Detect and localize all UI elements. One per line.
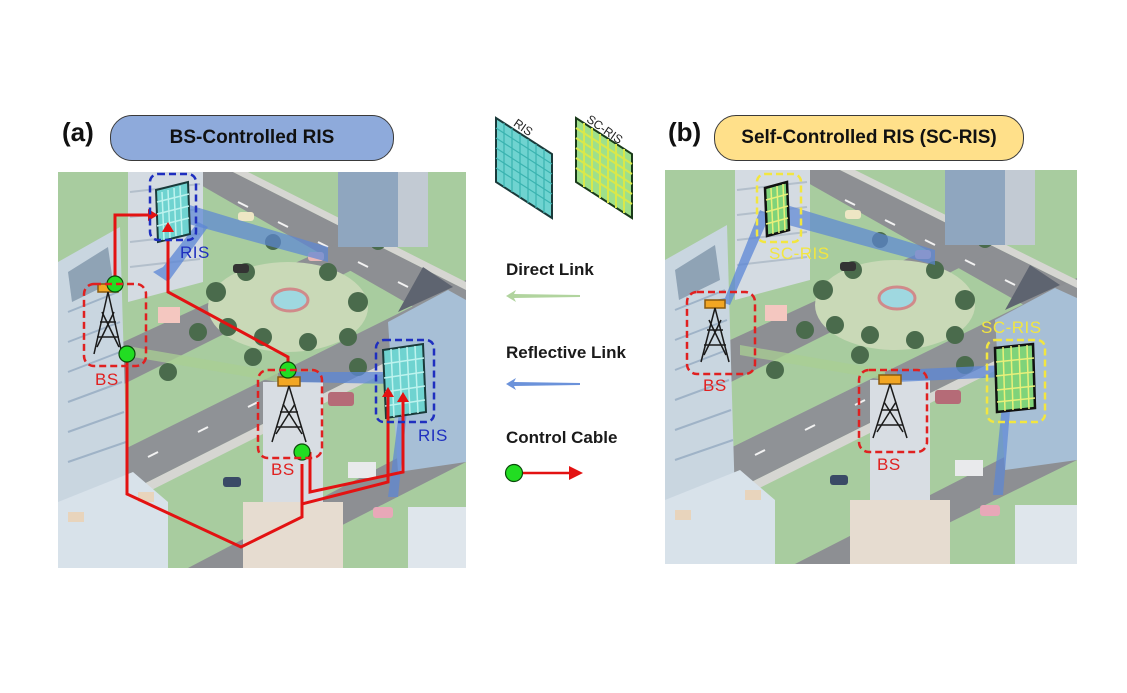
scris-tag-right: SC-RIS — [981, 318, 1042, 337]
car — [223, 477, 241, 487]
scris-box-top — [755, 172, 803, 244]
bs-tag-center: BS — [877, 455, 901, 474]
bs-tag-left: BS — [703, 376, 727, 395]
ris-panel-top — [154, 180, 192, 244]
bs-tower-left — [700, 299, 730, 363]
direct-link-arrow-icon — [506, 290, 580, 302]
bs-tower-center — [271, 376, 307, 443]
panel-a-label: (a) — [62, 117, 94, 147]
direct-link-beam — [740, 345, 885, 380]
bs-tag-center: BS — [271, 460, 295, 479]
reflective-link-beam — [163, 197, 328, 262]
truck — [348, 462, 376, 478]
direct-link-beam — [133, 347, 278, 382]
bs-box-left — [685, 290, 757, 376]
scris-box-right — [985, 338, 1047, 424]
reflective-link-beam — [290, 372, 398, 384]
truck — [158, 307, 180, 323]
city-illustration-a — [58, 172, 466, 568]
panel-b-title: Self-Controlled RIS (SC-RIS) — [714, 115, 1024, 161]
legend-icons: RIS SC-RIS — [492, 110, 652, 220]
ris-box-right — [374, 338, 436, 424]
van — [328, 392, 354, 406]
city-illustration-b — [665, 170, 1077, 564]
legend-reflective-link-label: Reflective Link — [506, 343, 626, 362]
ris-legend-icon — [495, 116, 553, 220]
car — [238, 212, 254, 221]
car — [233, 264, 249, 273]
control-cable-arrow-icon — [504, 463, 583, 483]
scris-tag-top: SC-RIS — [769, 244, 830, 263]
bs-tower-center — [872, 374, 908, 439]
ris-tag-top: RIS — [180, 243, 210, 262]
panel-b-scene: BS BS SC-RIS SC-RIS — [665, 170, 1077, 564]
control-node — [293, 443, 311, 461]
bs-tag-left: BS — [95, 370, 119, 389]
ris-tag-right: RIS — [418, 426, 448, 445]
reflective-link-beam — [897, 365, 1005, 382]
scris-panel-top — [763, 180, 791, 238]
panel-b-label: (b) — [668, 117, 702, 147]
panel-a-scene: BS BS RIS RIS — [58, 172, 466, 568]
bs-box-center — [256, 368, 324, 460]
fountain — [270, 287, 310, 313]
scris-legend-icon — [575, 116, 633, 220]
scris-panel-right — [993, 342, 1037, 414]
ris-box-top — [148, 172, 198, 242]
panel-a-title: BS-Controlled RIS — [110, 115, 394, 161]
building — [408, 507, 466, 568]
bs-box-left — [82, 282, 148, 368]
control-node — [118, 345, 136, 363]
reflective-link-beam — [770, 200, 935, 265]
building — [338, 172, 408, 247]
legend-control-cable-label: Control Cable — [506, 428, 618, 447]
bs-box-center — [857, 368, 929, 454]
car — [373, 507, 393, 518]
reflective-link-arrow-icon — [506, 378, 580, 390]
road — [58, 280, 466, 527]
ris-panel-right — [381, 342, 428, 420]
building — [388, 290, 466, 472]
legend-direct-link-label: Direct Link — [506, 260, 594, 279]
